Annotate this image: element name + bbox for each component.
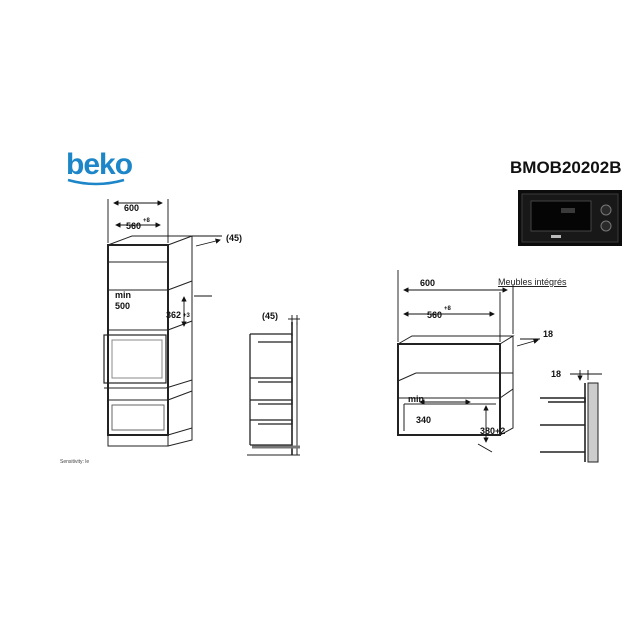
dim-600-left: 600 [124,203,139,213]
dim-18-top: 18 [543,329,553,339]
beko-logo: beko [66,148,133,181]
dim-600-right: 600 [420,278,435,288]
built-in-furniture-label: Meubles intégrés [498,277,567,287]
min-label-left: min [115,290,131,300]
dim-45-top: (45) [226,233,242,243]
dim-380: 380+2 [480,426,505,436]
dim-362-sup: +3 [183,313,191,319]
dim-560-right-sup: +8 [444,306,452,312]
dim-340: 340 [416,415,431,425]
model-code: BMOB20202B [510,158,622,177]
left-side-profile [247,322,300,456]
dim-362: 362 [166,310,181,320]
logo-swoosh-icon [67,178,125,186]
dim-560-left: 560 [126,221,141,231]
dim-500: 500 [115,301,130,311]
min-label-right: min [408,394,424,404]
tall-cabinet-drawing [103,235,193,447]
dim-45-side: (45) [262,311,278,321]
dim-18-side: 18 [551,369,561,379]
sensitivity-label: Sensitivity: le [60,459,90,465]
dim-560-left-sup: +8 [143,218,151,224]
right-side-profile [540,382,599,463]
microwave-photo [518,190,622,246]
dim-560-right: 560 [427,310,442,320]
